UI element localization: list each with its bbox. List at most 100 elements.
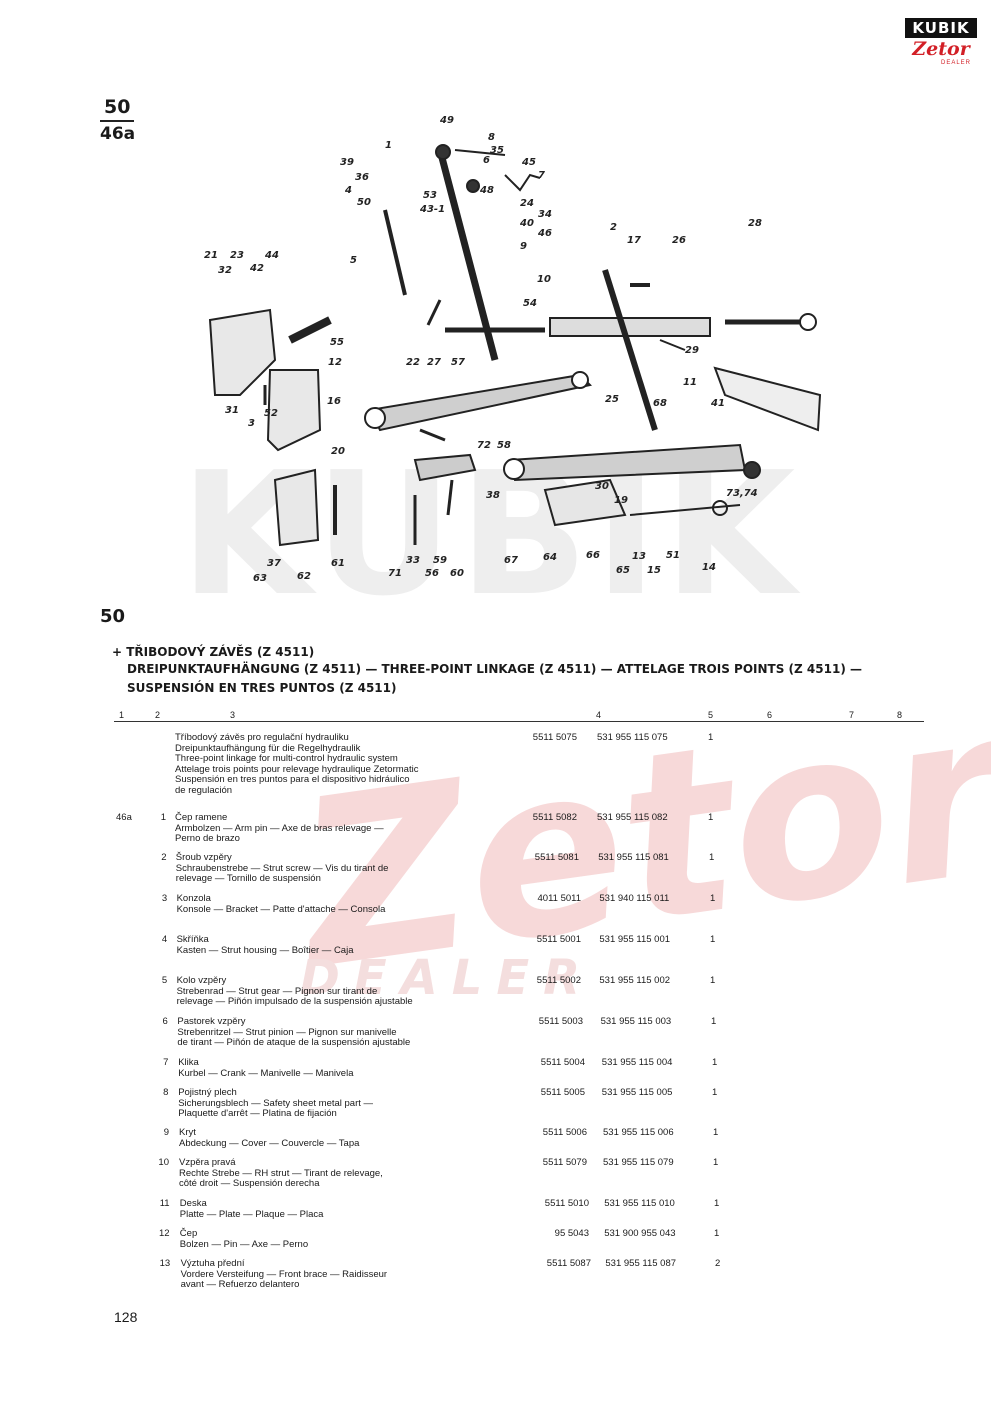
position-number: 3: [161, 893, 168, 904]
description-line: côté droit — Suspensión derecha: [179, 1178, 320, 1190]
position-number: 9: [163, 1127, 169, 1138]
logo-dealer-text: DEALER: [940, 60, 971, 66]
quantity: 1: [713, 1127, 719, 1138]
header-rule: [114, 721, 924, 722]
part-number-new: 531 900 955 043: [604, 1228, 676, 1239]
description-line: Three-point linkage for multi-control hy…: [175, 753, 398, 765]
description-line: Bolzen — Pin — Axe — Perno: [179, 1238, 309, 1250]
callout: 35: [490, 145, 504, 156]
callout: 49: [440, 115, 454, 126]
part-number-old: 5511 5003: [538, 1016, 583, 1027]
callout: 15: [647, 565, 661, 576]
quantity: 1: [712, 1057, 718, 1068]
part-number-old: 5511 5075: [532, 732, 577, 743]
position-number: 11: [159, 1198, 170, 1209]
callout: 26: [672, 235, 686, 246]
part-number-old: 5511 5006: [542, 1127, 587, 1138]
callout: 1: [385, 140, 392, 151]
description-line: Čep: [179, 1228, 198, 1239]
column-header: 5: [708, 710, 714, 720]
part-number-new: 531 955 115 003: [600, 1016, 672, 1027]
callout: 22: [406, 357, 420, 368]
quantity: 1: [708, 732, 714, 743]
position-number: 4: [161, 934, 168, 945]
description-line: Vzpěra pravá: [179, 1157, 236, 1168]
callout: 55: [330, 337, 344, 348]
description-line: Perno de brazo: [175, 833, 240, 845]
callout: 17: [627, 235, 641, 246]
quantity: 1: [714, 1228, 720, 1239]
callout: 59: [433, 555, 447, 566]
callout: 52: [264, 408, 278, 419]
part-number-old: 4011 5011: [537, 893, 582, 904]
callout: 21: [204, 250, 218, 261]
part-number-new: 531 955 115 004: [601, 1057, 673, 1068]
description-line: Kasten — Strut housing — Boîtier — Caja: [176, 944, 354, 956]
description-line: Konsole — Bracket — Patte d'attache — Co…: [176, 903, 386, 915]
callout: 36: [355, 172, 369, 183]
callout: 51: [666, 550, 680, 561]
callout: 4: [345, 185, 352, 196]
position-number: 5: [161, 975, 168, 986]
callout: 41: [711, 398, 725, 409]
description-line: relevage — Tornillo de suspensión: [175, 873, 321, 885]
description-line: Abdeckung — Cover — Couvercle — Tapa: [179, 1137, 360, 1149]
part-number-old: 5511 5004: [540, 1057, 585, 1068]
description-line: avant — Refuerzo delantero: [180, 1279, 300, 1291]
callout: 62: [297, 571, 311, 582]
callout: 56: [425, 568, 439, 579]
callout: 2: [610, 222, 617, 233]
part-number-new: 531 955 115 006: [603, 1127, 674, 1138]
part-number-new: 531 955 115 082: [597, 812, 668, 823]
description-line: Kryt: [179, 1127, 196, 1138]
quantity: 1: [712, 1087, 718, 1098]
quantity: 1: [714, 1198, 720, 1209]
callout: 29: [685, 345, 699, 356]
column-header: 6: [767, 710, 773, 720]
callout: 66: [586, 550, 600, 561]
position-number: 13: [159, 1258, 171, 1269]
quantity: 1: [710, 893, 716, 904]
kubik-zetor-logo: KUBIK Zetor DEALER: [905, 18, 977, 80]
callout: 14: [702, 562, 716, 573]
callout: 31: [225, 405, 239, 416]
part-number-new: 531 955 115 005: [601, 1087, 673, 1098]
column-header: 8: [897, 710, 903, 720]
callout: 27: [427, 357, 441, 368]
position-number: 1: [160, 812, 166, 823]
callout: 46: [538, 228, 552, 239]
part-description: Tříbodový závěs pro regulační hydrauliku…: [175, 732, 505, 797]
callout: 43-1: [420, 204, 446, 215]
description-line: Tříbodový závěs pro regulační hydrauliku: [175, 732, 349, 743]
quantity: 1: [709, 852, 715, 863]
callout: 16: [327, 396, 341, 407]
callout: 67: [504, 555, 518, 566]
description-line: Schraubenstrebe — Strut screw — Vis du t…: [175, 862, 389, 874]
description-line: Strebenritzel — Strut pinion — Pignon su…: [177, 1026, 397, 1038]
part-number-new: 531 955 115 001: [599, 934, 671, 945]
column-header: 7: [849, 710, 855, 720]
position-number: 7: [163, 1057, 169, 1068]
description-line: Armbolzen — Arm pin — Axe de bras releva…: [175, 822, 384, 834]
callout: 53: [423, 190, 437, 201]
logo-kubik-text: KUBIK: [905, 18, 977, 38]
callout: 33: [406, 555, 420, 566]
part-number-old: 95 5043: [554, 1228, 589, 1239]
callout: 5: [350, 255, 357, 266]
description-line: Suspensión en tres puntos para el dispos…: [175, 774, 410, 786]
callout: 40: [520, 218, 534, 229]
part-number-new: 531 940 115 011: [599, 893, 670, 904]
callout: 42: [250, 263, 264, 274]
callout: 30: [595, 481, 609, 492]
callout: 25: [605, 394, 619, 405]
exploded-parts-diagram: [208, 144, 822, 547]
description-line: Šroub vzpěry: [175, 852, 232, 863]
part-number-old: 5511 5005: [540, 1087, 585, 1098]
callout: 57: [451, 357, 465, 368]
callout: 3: [248, 418, 255, 429]
